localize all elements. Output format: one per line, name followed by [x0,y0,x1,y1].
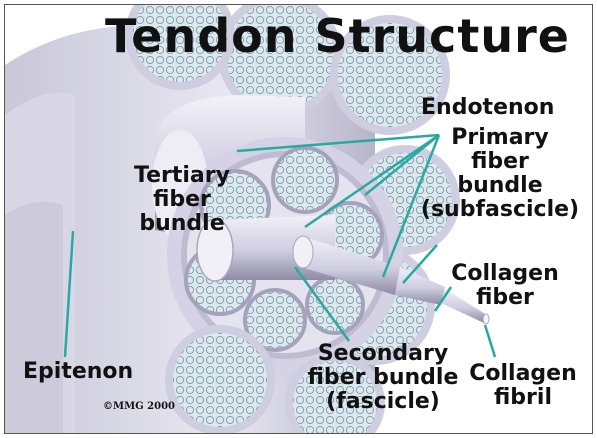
label-tertiary-line-2: fiber [122,189,242,211]
label-collagen-fiber-line-1: Collagen [445,263,565,285]
diagram-frame: Tendon Structure Endotenon Primary fiber… [4,4,593,434]
label-secondary-fiber-bundle: Secondary fiber bundle (fascicle) [293,343,473,413]
label-collagen-fiber-line-2: fiber [445,287,565,309]
copyright-notice: ©MMG 2000 [103,401,175,412]
label-tertiary-fiber-bundle: Tertiary fiber bundle [122,165,242,235]
label-endotenon-text: Endotenon [421,95,554,120]
label-endotenon: Endotenon [421,97,554,119]
label-collagen-fibril-line-1: Collagen [463,363,583,385]
label-collagen-fibril-line-2: fibril [463,387,583,409]
label-tertiary-line-1: Tertiary [122,165,242,187]
label-collagen-fiber: Collagen fiber [445,263,565,309]
label-primary-fiber-bundle: Primary fiber bundle (subfascicle) [415,127,585,221]
label-secondary-line-3: (fascicle) [293,391,473,413]
label-primary-line-4: (subfascicle) [415,199,585,221]
label-secondary-line-1: Secondary [293,343,473,365]
label-epitenon: Epitenon [23,361,133,383]
label-secondary-line-2: fiber bundle [293,367,473,389]
label-primary-line-3: bundle [415,175,585,197]
label-tertiary-line-3: bundle [122,213,242,235]
label-primary-line-1: Primary [415,127,585,149]
label-collagen-fibril: Collagen fibril [463,363,583,409]
label-primary-line-2: fiber [415,151,585,173]
diagram-title: Tendon Structure [105,9,570,63]
label-epitenon-text: Epitenon [23,359,133,384]
